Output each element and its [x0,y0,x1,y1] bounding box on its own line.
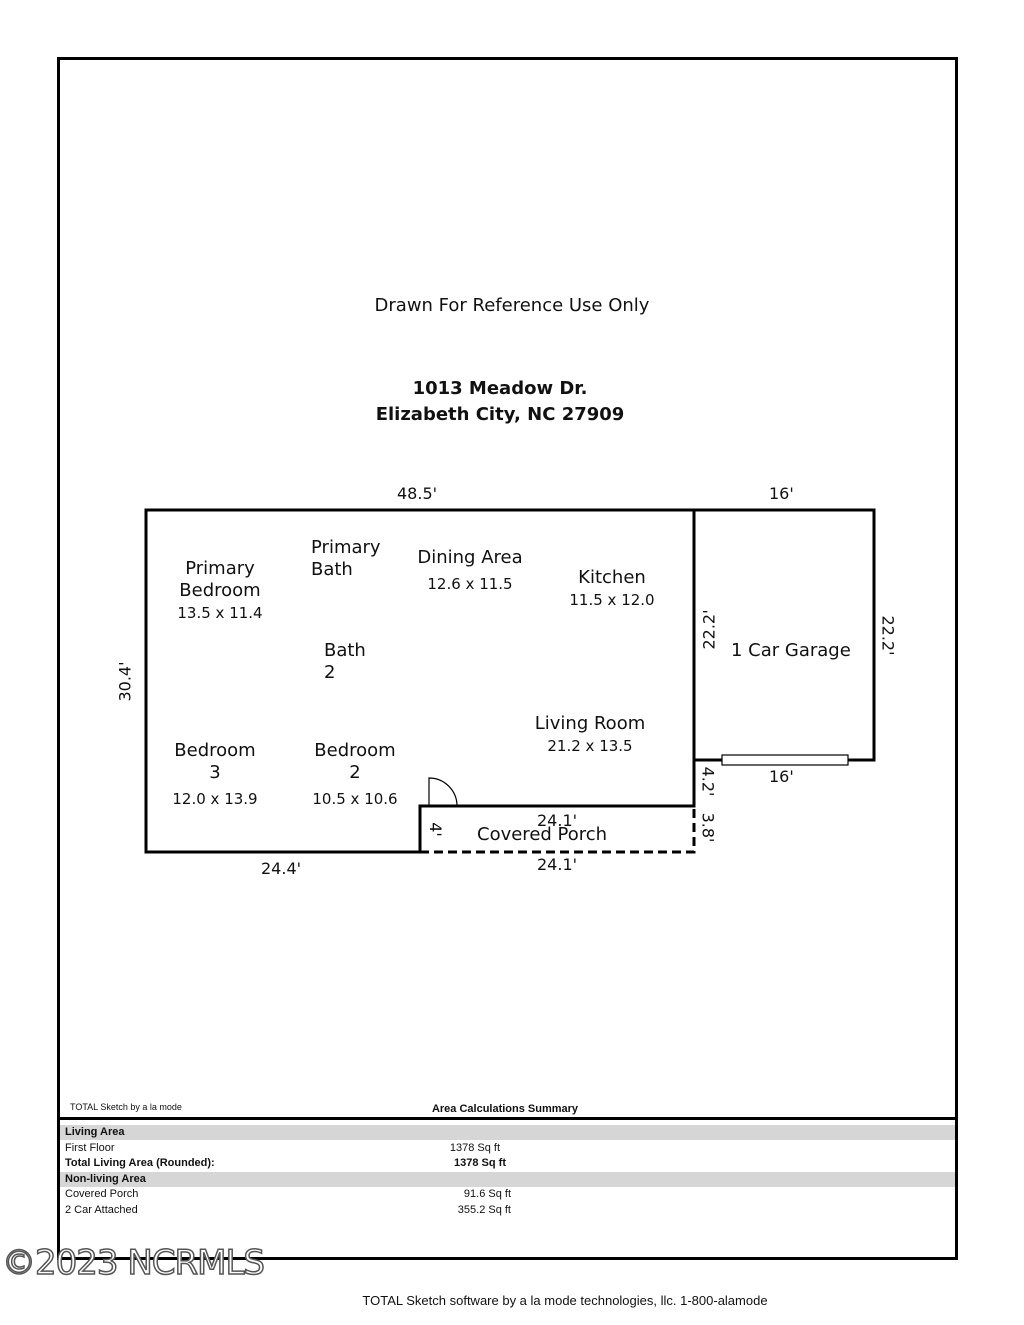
dim-left: 30.4' [115,661,135,702]
room-size: 12.0 x 13.9 [172,790,258,808]
room-name: Dining Area [417,547,523,568]
page-frame [57,57,958,1260]
summary-row: Total Living Area (Rounded): 1378 Sq ft [60,1156,955,1171]
entry-door-swing [428,777,458,807]
room-kitchen: Kitchen 11.5 x 12.0 [556,567,668,611]
address-line-2: Elizabeth City, NC 27909 [375,404,625,425]
dim-top-garage: 16' [769,484,794,503]
room-size: 13.5 x 11.4 [177,604,263,622]
watermark: ©2023 NCRMLS [1,1242,266,1284]
summary-label: Total Living Area (Rounded): [65,1157,215,1169]
summary-value: 355.2 Sq ft [457,1204,511,1216]
dim-step-lower: 3.8' [698,812,718,843]
dim-garage-right: 22.2' [878,615,898,656]
summary-label: Covered Porch [65,1188,139,1200]
summary-row: 2 Car Attached 355.2 Sq ft [60,1203,955,1218]
dim-top-main: 48.5' [397,484,438,503]
room-dining-area: Dining Area 12.6 x 11.5 [410,547,530,595]
room-garage: 1 Car Garage [731,640,851,661]
summary-divider [60,1117,955,1120]
room-bath-2: Bath 2 [324,640,366,683]
dim-garage-bottom: 16' [769,767,794,786]
summary-row: Non-living Area [60,1172,955,1187]
room-living-room: Living Room 21.2 x 13.5 [530,713,650,757]
room-name: Bedroom 2 [314,740,396,783]
reference-note: Drawn For Reference Use Only [374,295,650,316]
room-name: Kitchen [578,567,646,588]
summary-row: Living Area [60,1125,955,1140]
summary-label: Non-living Area [65,1173,146,1185]
room-name: Primary Bedroom [179,558,261,601]
room-bedroom-3: Bedroom 3 12.0 x 13.9 [165,740,265,810]
porch-outline [420,806,696,854]
summary-label: Living Area [65,1126,125,1138]
dim-step-upper: 4.2' [698,766,718,797]
summary-label: First Floor [65,1142,115,1154]
garage-door [721,754,849,766]
summary-title: Area Calculations Summary [431,1103,579,1115]
dim-porch-bottom: 24.1' [537,855,578,874]
room-bedroom-2: Bedroom 2 10.5 x 10.6 [305,740,405,810]
dim-garage-left: 22.2' [699,609,719,650]
dim-bottom-left: 24.4' [261,859,302,878]
summary-value: 1378 Sq ft [449,1142,500,1154]
room-name: Living Room [534,713,646,734]
room-size: 11.5 x 12.0 [569,591,655,609]
sketch-credit: TOTAL Sketch by a la mode [70,1102,182,1112]
room-name: Bedroom 3 [174,740,256,783]
dim-porch-left: 4' [425,822,445,837]
summary-label: 2 Car Attached [65,1204,138,1216]
summary-value: 91.6 Sq ft [463,1188,511,1200]
room-primary-bath: Primary Bath [311,537,381,580]
room-size: 12.6 x 11.5 [427,575,513,593]
room-size: 10.5 x 10.6 [312,790,398,808]
room-primary-bedroom: Primary Bedroom 13.5 x 11.4 [170,558,270,624]
summary-value: 1378 Sq ft [454,1157,506,1169]
address-line-1: 1013 Meadow Dr. [412,378,588,399]
dim-porch-top: 24.1' [537,811,578,830]
summary-row: First Floor 1378 Sq ft [60,1141,955,1156]
garage-walls [694,508,876,762]
room-covered-porch: Covered Porch [477,824,608,845]
summary-row: Covered Porch 91.6 Sq ft [60,1187,955,1202]
room-size: 21.2 x 13.5 [547,737,633,755]
footer-credit: TOTAL Sketch software by a la mode techn… [362,1293,768,1308]
